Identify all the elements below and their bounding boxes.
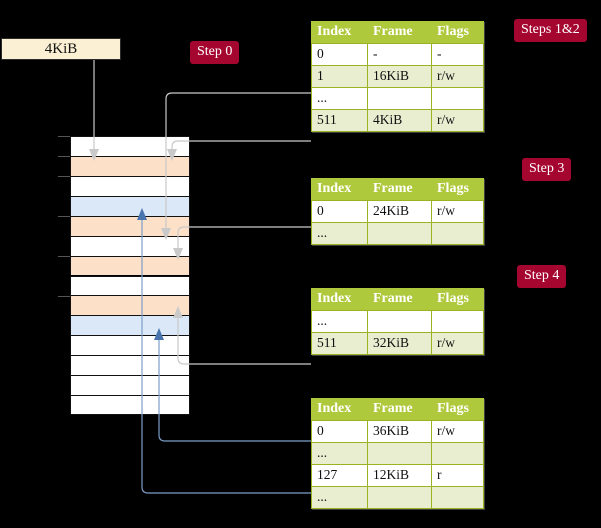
- memory-frame-white: [70, 175, 190, 196]
- cell-frame: 12KiB: [367, 464, 432, 487]
- physical-memory-frames: [70, 136, 190, 415]
- connector-table0-to-frame: [171, 140, 311, 149]
- badge-steps-1-2-label: Steps 1&2: [521, 22, 580, 37]
- arrowhead-down: [167, 149, 177, 161]
- frame-tick: [58, 136, 70, 137]
- table-row: ...: [311, 310, 484, 333]
- memory-frame-white: [70, 395, 190, 415]
- arrowhead-up: [137, 208, 147, 220]
- cell-frame: 16KiB: [367, 65, 432, 88]
- badge-steps-1-2: Steps 1&2: [514, 19, 587, 42]
- connector-table3-row0-to-frame: [158, 340, 311, 442]
- frame-tick: [58, 176, 70, 177]
- memory-frame-white: [70, 275, 190, 296]
- memory-frame-white: [70, 355, 190, 376]
- memory-frame-orange: [70, 215, 190, 236]
- memory-frame-blue: [70, 195, 190, 216]
- memory-frame-orange: [70, 295, 190, 316]
- cell-flags: [431, 486, 484, 509]
- arrowhead-up: [154, 328, 164, 340]
- cell-index: ...: [311, 486, 368, 509]
- memory-frame-white: [70, 136, 190, 156]
- table-row: ...: [311, 486, 484, 509]
- cell-frame: [367, 442, 432, 465]
- source-frame-box: 4KiB: [1, 38, 121, 60]
- cell-index: 127: [311, 464, 368, 487]
- frame-tick: [58, 216, 70, 217]
- connector-table1-to-frame: [177, 226, 311, 248]
- column-header-frame: Frame: [367, 21, 432, 44]
- frame-tick: [58, 156, 70, 157]
- cell-frame: [367, 486, 432, 509]
- memory-frame-orange: [70, 255, 190, 276]
- table-row: 0--: [311, 43, 484, 66]
- column-header-index: Index: [311, 21, 368, 44]
- badge-step-3: Step 3: [522, 158, 572, 181]
- cell-index: ...: [311, 222, 368, 245]
- badge-step-4-label: Step 4: [524, 268, 560, 283]
- table-row: ...: [311, 222, 484, 245]
- frame-tick: [58, 256, 70, 257]
- arrowhead-down: [173, 248, 183, 260]
- cell-flags: [431, 222, 484, 245]
- memory-frame-orange: [70, 155, 190, 176]
- table-row: ...: [311, 87, 484, 110]
- badge-step-3-label: Step 3: [529, 161, 565, 176]
- memory-frame-white: [70, 235, 190, 256]
- cell-flags: r/w: [431, 332, 484, 355]
- source-frame-label: 4KiB: [44, 40, 78, 57]
- memory-frame-white: [70, 375, 190, 396]
- cell-flags: [431, 442, 484, 465]
- arrowhead-up: [173, 306, 183, 318]
- arrowhead-down: [89, 149, 99, 161]
- cell-flags: r/w: [431, 65, 484, 88]
- badge-step-0: Step 0: [190, 41, 240, 64]
- column-header-index: Index: [311, 398, 368, 421]
- column-header-flags: Flags: [431, 21, 484, 44]
- cell-index: 511: [311, 332, 368, 355]
- column-header-flags: Flags: [431, 288, 484, 311]
- badge-step-0-label: Step 0: [197, 44, 233, 59]
- cell-flags: r/w: [431, 200, 484, 223]
- frame-tick: [58, 296, 70, 297]
- arrowhead-down: [161, 228, 171, 240]
- badge-step-4: Step 4: [517, 265, 567, 288]
- column-header-flags: Flags: [431, 178, 484, 201]
- column-header-frame: Frame: [367, 288, 432, 311]
- memory-frame-white: [70, 335, 190, 356]
- connector-table2-to-frame: [177, 318, 311, 365]
- connector-table3-row127-to-frame: [141, 220, 311, 494]
- cell-frame: 4KiB: [367, 109, 432, 132]
- cell-flags: r/w: [431, 109, 484, 132]
- cell-index: 511: [311, 109, 368, 132]
- memory-frame-blue: [70, 315, 190, 336]
- table-row: ...: [311, 442, 484, 465]
- connector-table0-row1-to-frame: [165, 92, 311, 228]
